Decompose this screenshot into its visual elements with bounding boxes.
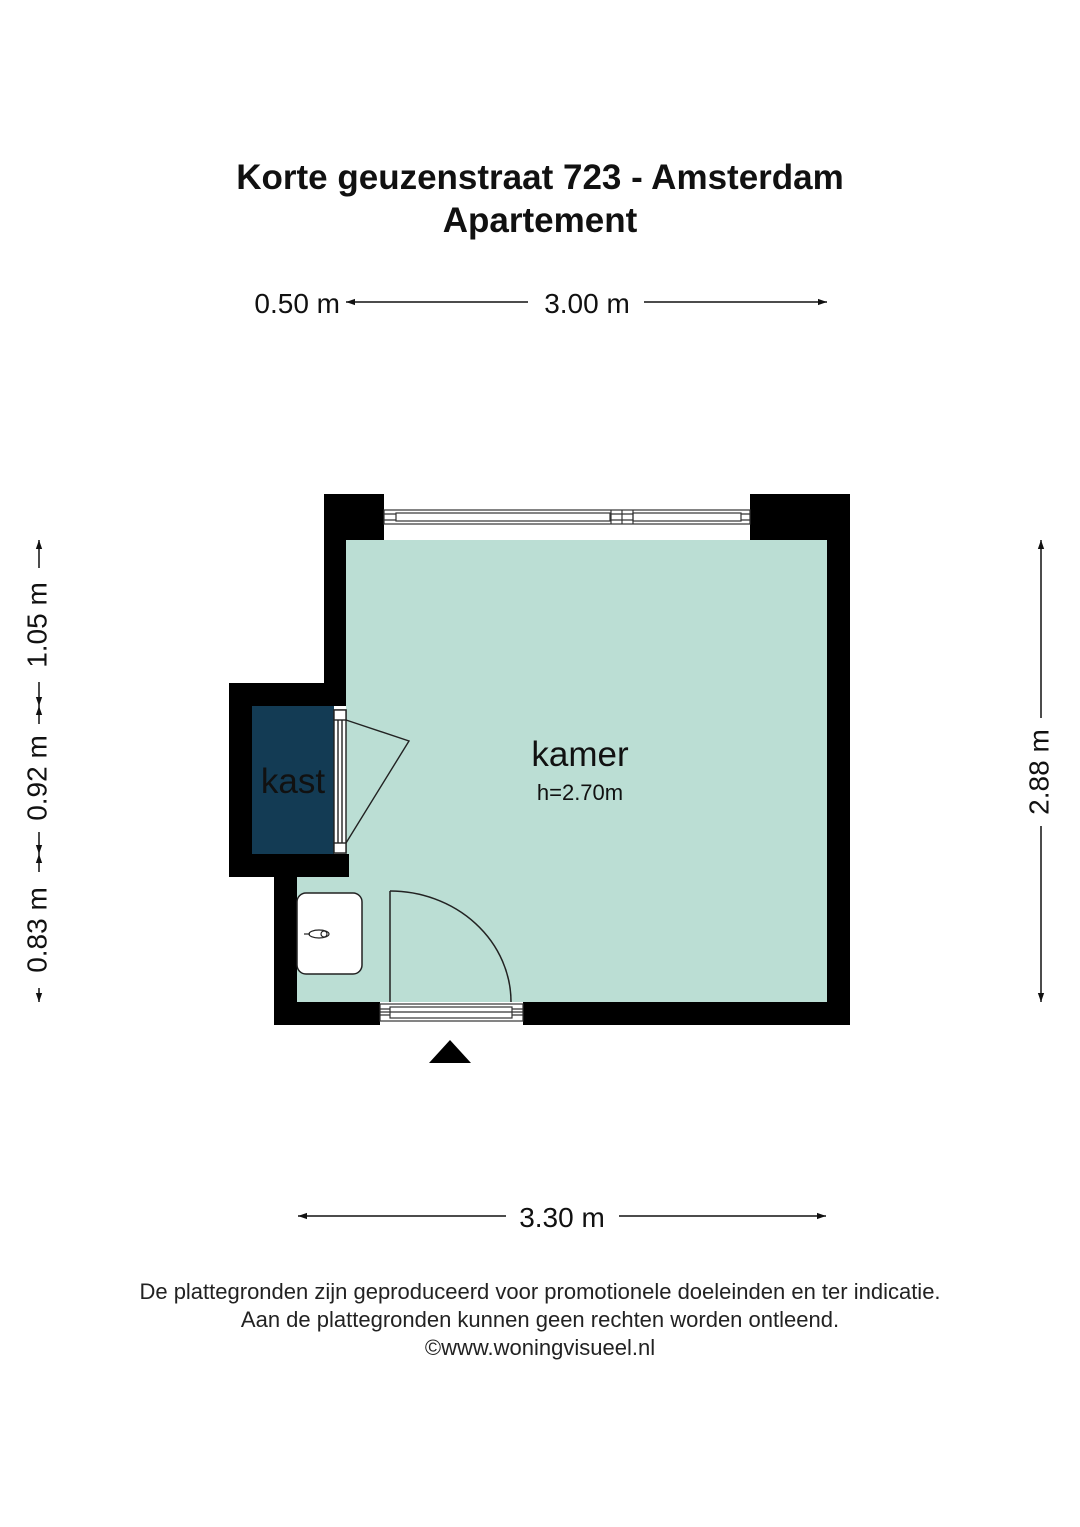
entrance-door-frame xyxy=(379,1003,524,1022)
entrance-arrow-icon xyxy=(429,1040,471,1063)
disclaimer-line-1: De plattegronden zijn geproduceerd voor … xyxy=(139,1279,941,1304)
kamer-label: kamer xyxy=(531,735,629,774)
window-top xyxy=(383,509,751,525)
kast-area xyxy=(252,706,334,854)
plan-subtitle: Apartement xyxy=(442,201,638,240)
kast-door[interactable] xyxy=(333,709,411,854)
dim-left-middle-label: 0.92 m xyxy=(21,735,52,821)
dim-right-label: 2.88 m xyxy=(1023,729,1054,815)
dim-top-left-label: 0.50 m xyxy=(254,288,340,319)
kast-label: kast xyxy=(261,762,325,801)
dim-bottom-label: 3.30 m xyxy=(519,1202,605,1233)
sink-icon xyxy=(296,892,363,975)
copyright-link[interactable]: ©www.woningvisueel.nl xyxy=(424,1335,656,1360)
walls xyxy=(229,494,850,1025)
dim-left-lower-label: 0.83 m xyxy=(21,887,52,973)
kamer-floor xyxy=(346,540,827,1002)
dim-top-main-label: 3.00 m xyxy=(544,288,630,319)
plan-title: Korte geuzenstraat 723 - Amsterdam xyxy=(236,158,844,197)
disclaimer-line-2: Aan de plattegronden kunnen geen rechten… xyxy=(240,1307,840,1332)
kamer-height: h=2.70m xyxy=(537,780,623,805)
entrance-door[interactable] xyxy=(389,890,512,1003)
dim-left-upper-label: 1.05 m xyxy=(21,582,52,668)
